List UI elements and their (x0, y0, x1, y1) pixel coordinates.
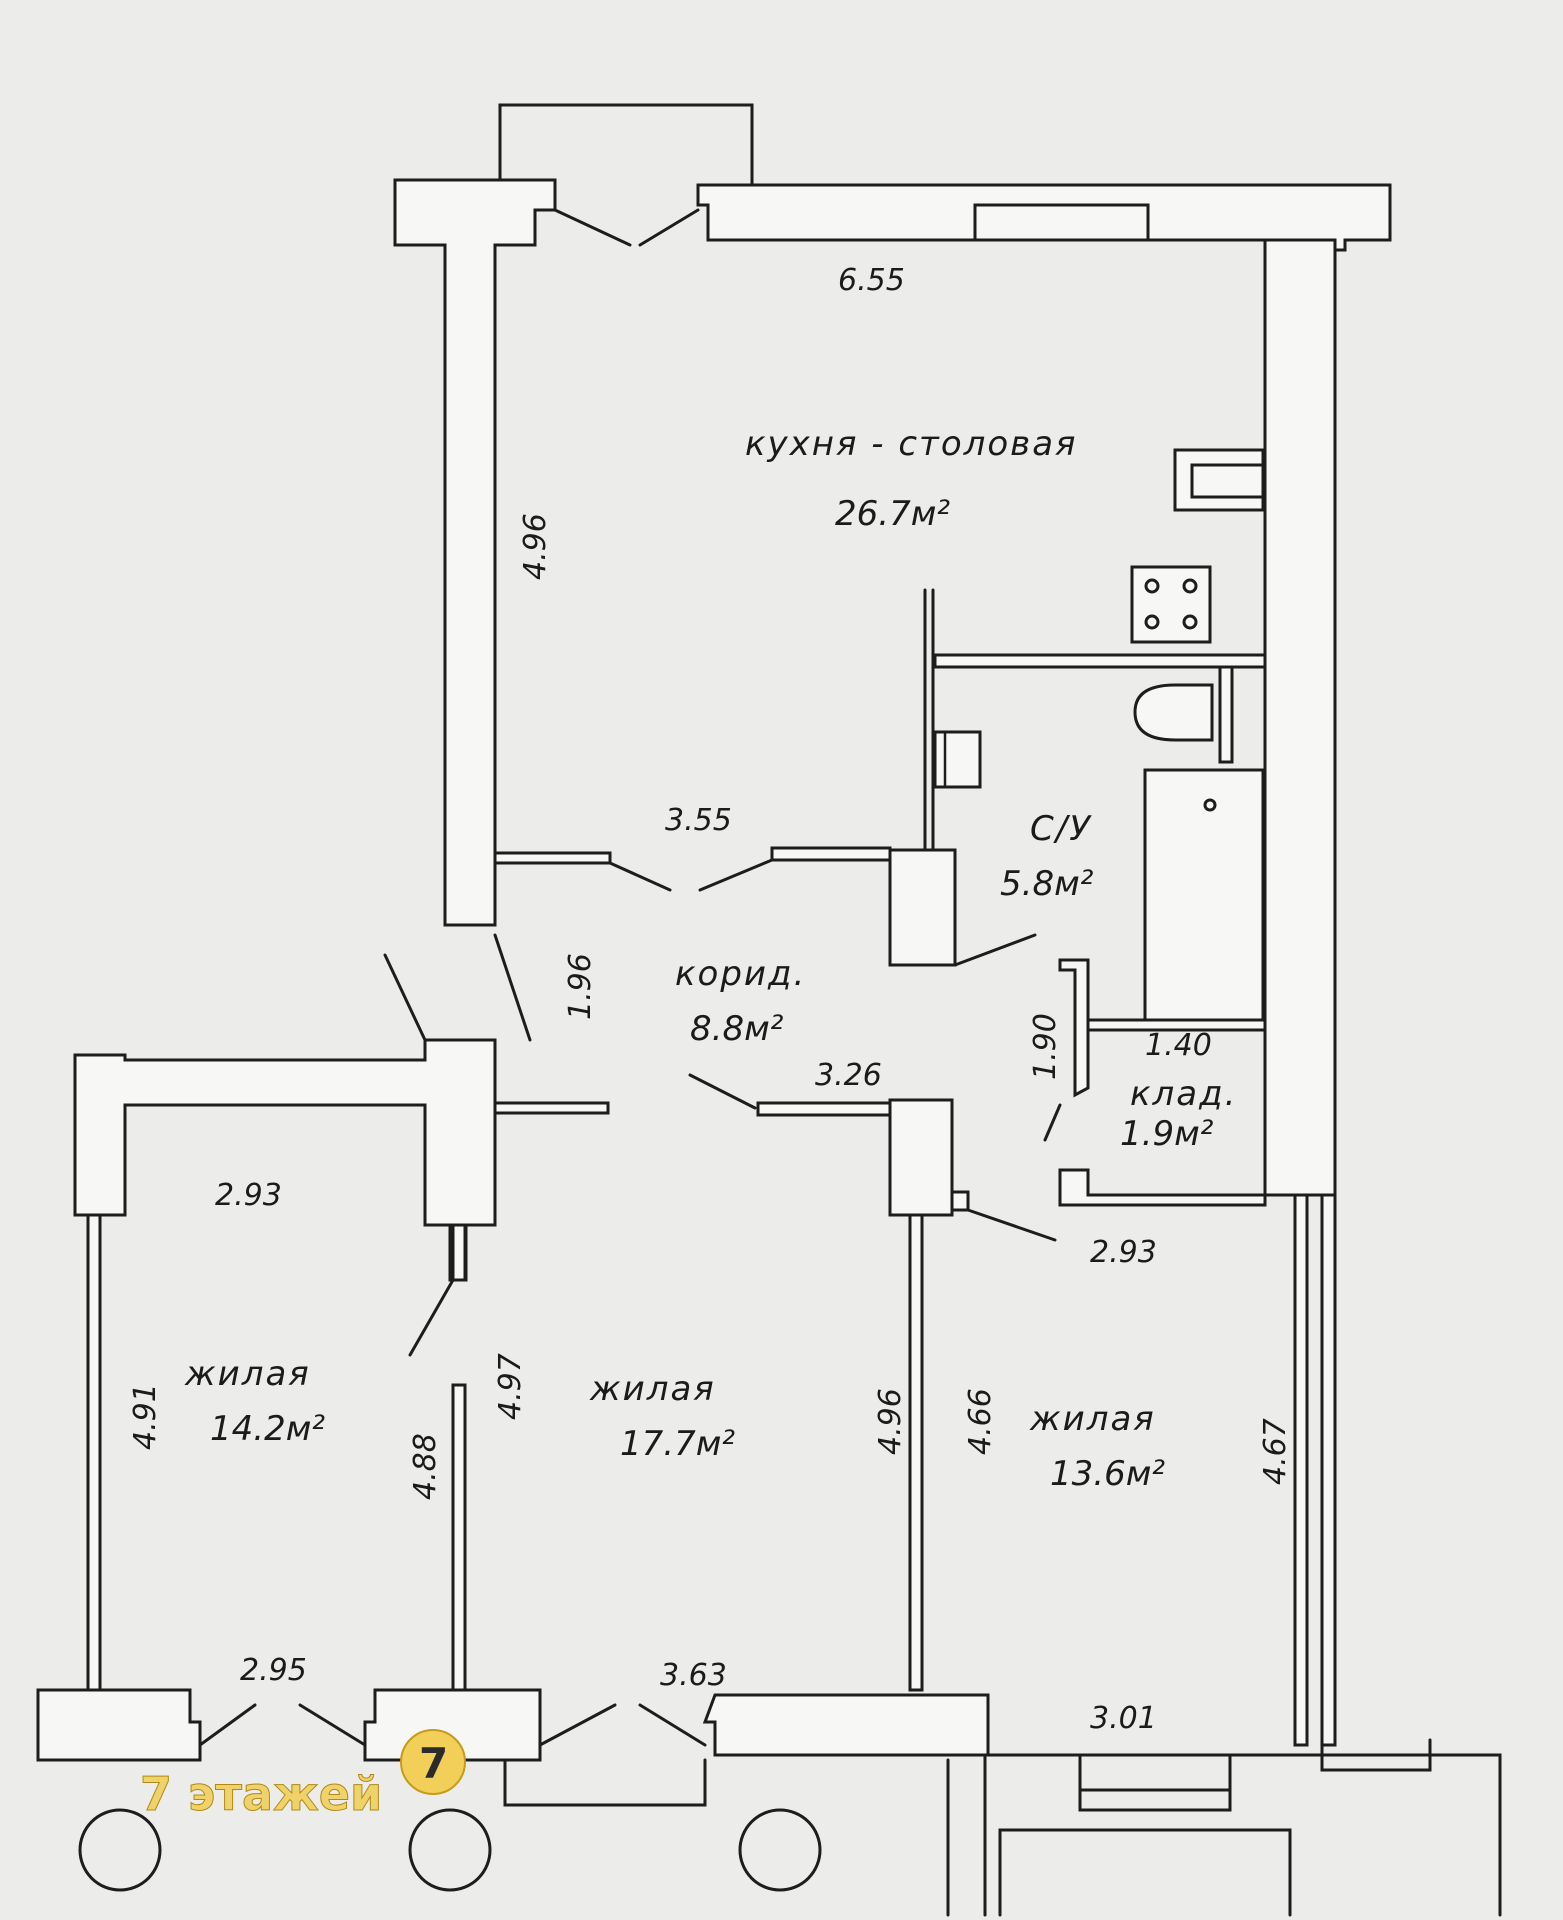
living-middle-area: 17.7м² (620, 1424, 735, 1464)
bathtub (1143, 768, 1265, 1022)
watermark-logo-icon (400, 1729, 466, 1795)
dim-living-mid-right: 4.96 (873, 1388, 908, 1455)
dim-kitchen-inner: 3.55 (665, 803, 732, 838)
dim-kitchen-width: 6.55 (838, 263, 905, 298)
fixtures (451, 448, 1265, 1282)
dim-kitchen-depth: 4.96 (518, 513, 553, 580)
storage-label: клад. (1130, 1074, 1237, 1114)
bathroom-label: С/У (1030, 809, 1092, 849)
room-labels: кухня - столовая 26.7м² С/У 5.8м² корид.… (184, 424, 1237, 1494)
dim-window-middle: 3.63 (660, 1658, 727, 1693)
dim-living-right-width: 2.93 (1090, 1235, 1157, 1270)
dim-living-left-inner: 4.88 (408, 1433, 443, 1500)
kitchen-label: кухня - столовая (745, 424, 1078, 464)
living-left-label: жилая (184, 1354, 311, 1394)
dim-storage-width: 1.40 (1145, 1028, 1212, 1063)
dim-living-left-width: 2.93 (215, 1178, 282, 1213)
dim-living-left-depth: 4.91 (128, 1383, 163, 1450)
stove (1130, 565, 1212, 644)
dim-living-mid-left: 4.97 (493, 1353, 528, 1420)
storage-area: 1.9м² (1120, 1114, 1214, 1154)
living-right-label: жилая (1029, 1399, 1156, 1439)
kitchen-area: 26.7м² (835, 494, 950, 534)
washbasin (933, 730, 982, 789)
watermark: 7 этажей 7 (78, 1729, 822, 1892)
dim-living-right-right: 4.67 (1258, 1418, 1293, 1485)
dim-corridor-width: 3.26 (815, 1058, 882, 1093)
dim-corridor-depth: 1.96 (563, 953, 598, 1020)
corridor-area: 8.8м² (690, 1009, 784, 1049)
living-middle-label: жилая (589, 1369, 716, 1409)
living-right-area: 13.6м² (1050, 1454, 1165, 1494)
dimension-labels: 6.55 4.96 3.55 1.96 3.26 1.90 1.40 2.93 … (128, 263, 1293, 1736)
door-swings (198, 208, 1062, 1747)
dim-storage-depth: 1.90 (1028, 1013, 1063, 1080)
bathroom-area: 5.8м² (1000, 864, 1094, 904)
toilet (1133, 683, 1214, 742)
walls (36, 103, 1502, 1917)
dim-window-right: 3.01 (1090, 1701, 1157, 1736)
watermark-logo-number: 7 (419, 1739, 448, 1788)
dim-living-right-left: 4.66 (963, 1388, 998, 1455)
watermark-text: 7 этажей (140, 1767, 382, 1821)
dim-window-left: 2.95 (240, 1653, 307, 1688)
corridor-label: корид. (675, 954, 806, 994)
kitchen-sink (1173, 448, 1265, 512)
living-left-area: 14.2м² (210, 1409, 325, 1449)
